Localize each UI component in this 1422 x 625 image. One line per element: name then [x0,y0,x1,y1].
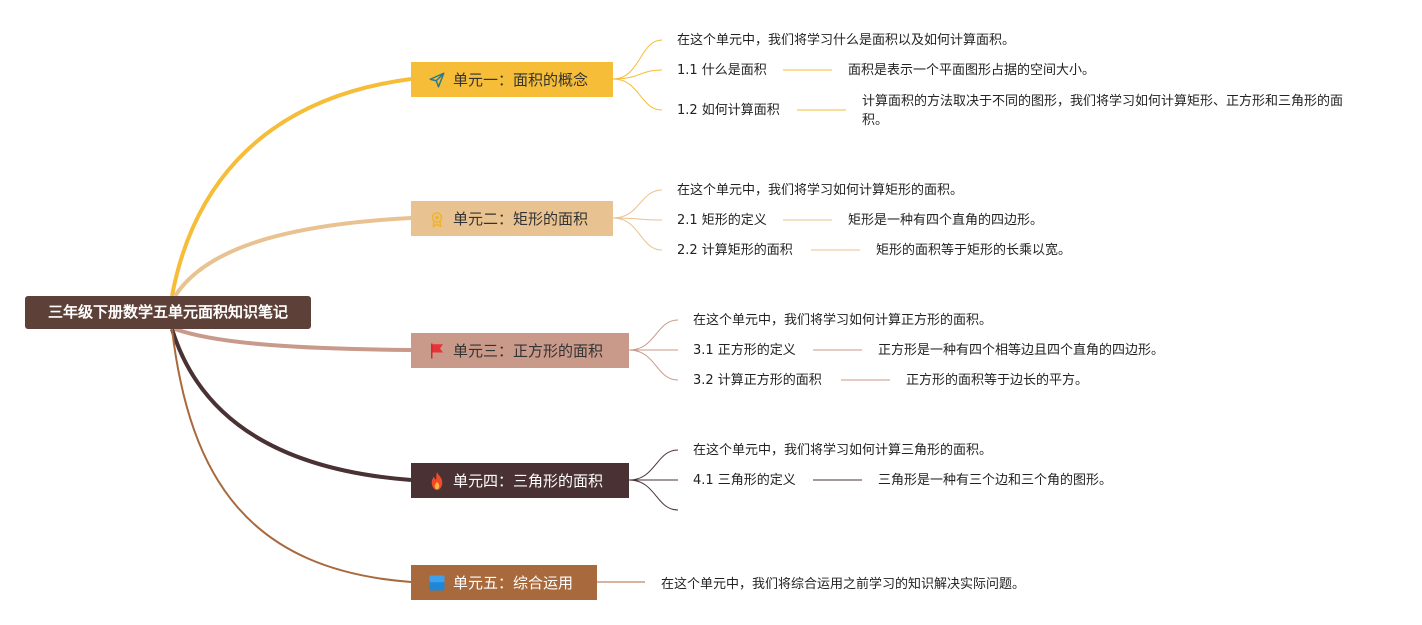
unit-3-item-1-label[interactable]: 3.1 正方形的定义 [693,343,796,358]
award-badge-icon [427,209,447,229]
connector-root-unit3 [174,327,412,352]
connector-u1-item2 [612,78,663,111]
root-topic[interactable]: 三年级下册数学五单元面积知识笔记 [25,296,311,329]
connector-u3-item2 [628,349,679,381]
connector-root-unit4 [170,328,412,482]
connector-root-unit1 [170,77,412,297]
unit-1-item-1-desc[interactable]: 面积是表示一个平面图形占据的空间大小。 [848,63,1096,78]
unit-2-node[interactable]: 单元二：矩形的面积 [411,201,613,236]
unit-2-item-1-label[interactable]: 2.1 矩形的定义 [677,213,767,228]
unit-4-item-1-label[interactable]: 4.1 三角形的定义 [693,473,796,488]
unit-1-item-2-label[interactable]: 1.2 如何计算面积 [677,103,780,118]
connector-u1-intro [612,39,663,80]
unit-3-item-2-desc[interactable]: 正方形的面积等于边长的平方。 [906,373,1089,388]
connector-u3-intro [628,319,679,351]
paper-plane-icon [427,70,447,90]
connector-u2-item2 [612,217,663,251]
unit-2-title: 单元二：矩形的面积 [453,210,589,228]
unit-1-intro[interactable]: 在这个单元中，我们将学习什么是面积以及如何计算面积。 [677,33,1016,48]
flame-icon [427,471,447,491]
unit-2-intro[interactable]: 在这个单元中，我们将学习如何计算矩形的面积。 [677,183,964,198]
unit-1-item-1-label[interactable]: 1.1 什么是面积 [677,63,767,78]
unit-3-intro[interactable]: 在这个单元中，我们将学习如何计算正方形的面积。 [693,313,993,328]
unit-1-node[interactable]: 单元一：面积的概念 [411,62,613,97]
unit-2-item-1-desc[interactable]: 矩形是一种有四个直角的四边形。 [848,213,1044,228]
unit-1-item-2-desc[interactable]: 计算面积的方法取决于不同的图形，我们将学习如何计算矩形、正方形和三角形的面积。 [862,94,1344,128]
red-flag-icon [427,341,447,361]
connector-u1-item1 [612,69,663,80]
connector-u2-item1 [612,217,663,221]
connector-root-unit2 [173,216,412,298]
unit-4-item-1-desc[interactable]: 三角形是一种有三个边和三个角的图形。 [878,473,1113,488]
unit-5-intro[interactable]: 在这个单元中，我们将综合运用之前学习的知识解决实际问题。 [661,577,1026,592]
connector-u4-extra [628,479,679,511]
connector-u4-intro [628,449,679,481]
connector-u2-intro [612,189,663,219]
unit-3-item-1-desc[interactable]: 正方形是一种有四个相等边且四个直角的四边形。 [878,343,1165,358]
unit-4-title: 单元四：三角形的面积 [453,472,604,490]
unit-4-node[interactable]: 单元四：三角形的面积 [411,463,629,498]
unit-4-intro[interactable]: 在这个单元中，我们将学习如何计算三角形的面积。 [693,443,993,458]
unit-2-item-2-desc[interactable]: 矩形的面积等于矩形的长乘以宽。 [876,243,1072,258]
unit-2-item-2-label[interactable]: 2.2 计算矩形的面积 [677,243,793,258]
unit-3-item-2-label[interactable]: 3.2 计算正方形的面积 [693,373,822,388]
unit-5-title: 单元五：综合运用 [453,574,574,592]
unit-5-node[interactable]: 单元五：综合运用 [411,565,597,600]
unit-3-title: 单元三：正方形的面积 [453,342,604,360]
blue-square-icon [427,573,447,593]
connector-root-unit5 [171,328,412,583]
unit-3-node[interactable]: 单元三：正方形的面积 [411,333,629,368]
unit-1-title: 单元一：面积的概念 [453,71,589,89]
